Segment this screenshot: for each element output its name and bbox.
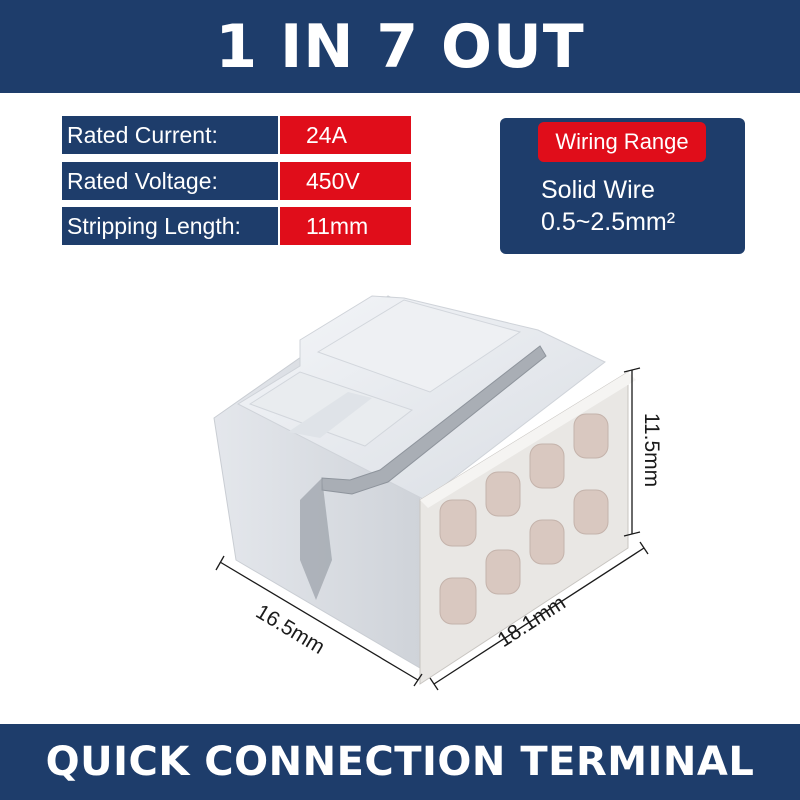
top-banner: 1 IN 7 OUT xyxy=(0,0,800,93)
spec-value: 450V xyxy=(280,162,411,200)
spec-label: Rated Voltage: xyxy=(62,162,278,200)
wiring-line-2: 0.5~2.5mm² xyxy=(541,208,676,236)
footer-title: QUICK CONNECTION TERMINAL xyxy=(45,739,755,785)
spec-label: Stripping Length: xyxy=(62,207,278,245)
wire-holes xyxy=(439,413,609,625)
dim-height: 11.5mm xyxy=(640,412,664,488)
spec-row-current: Rated Current: 24A xyxy=(62,116,411,154)
spec-row-stripping: Stripping Length: 11mm xyxy=(62,207,411,245)
spec-label: Rated Current: xyxy=(62,116,278,154)
bottom-banner: QUICK CONNECTION TERMINAL xyxy=(0,724,800,800)
spec-row-voltage: Rated Voltage: 450V xyxy=(62,162,411,200)
wiring-range-box: Wiring Range Solid Wire 0.5~2.5mm² xyxy=(500,118,745,254)
spec-value: 24A xyxy=(280,116,411,154)
wiring-range-tag: Wiring Range xyxy=(538,122,706,162)
wiring-line-1: Solid Wire xyxy=(541,176,655,204)
title: 1 IN 7 OUT xyxy=(215,11,585,82)
spec-value: 11mm xyxy=(280,207,411,245)
